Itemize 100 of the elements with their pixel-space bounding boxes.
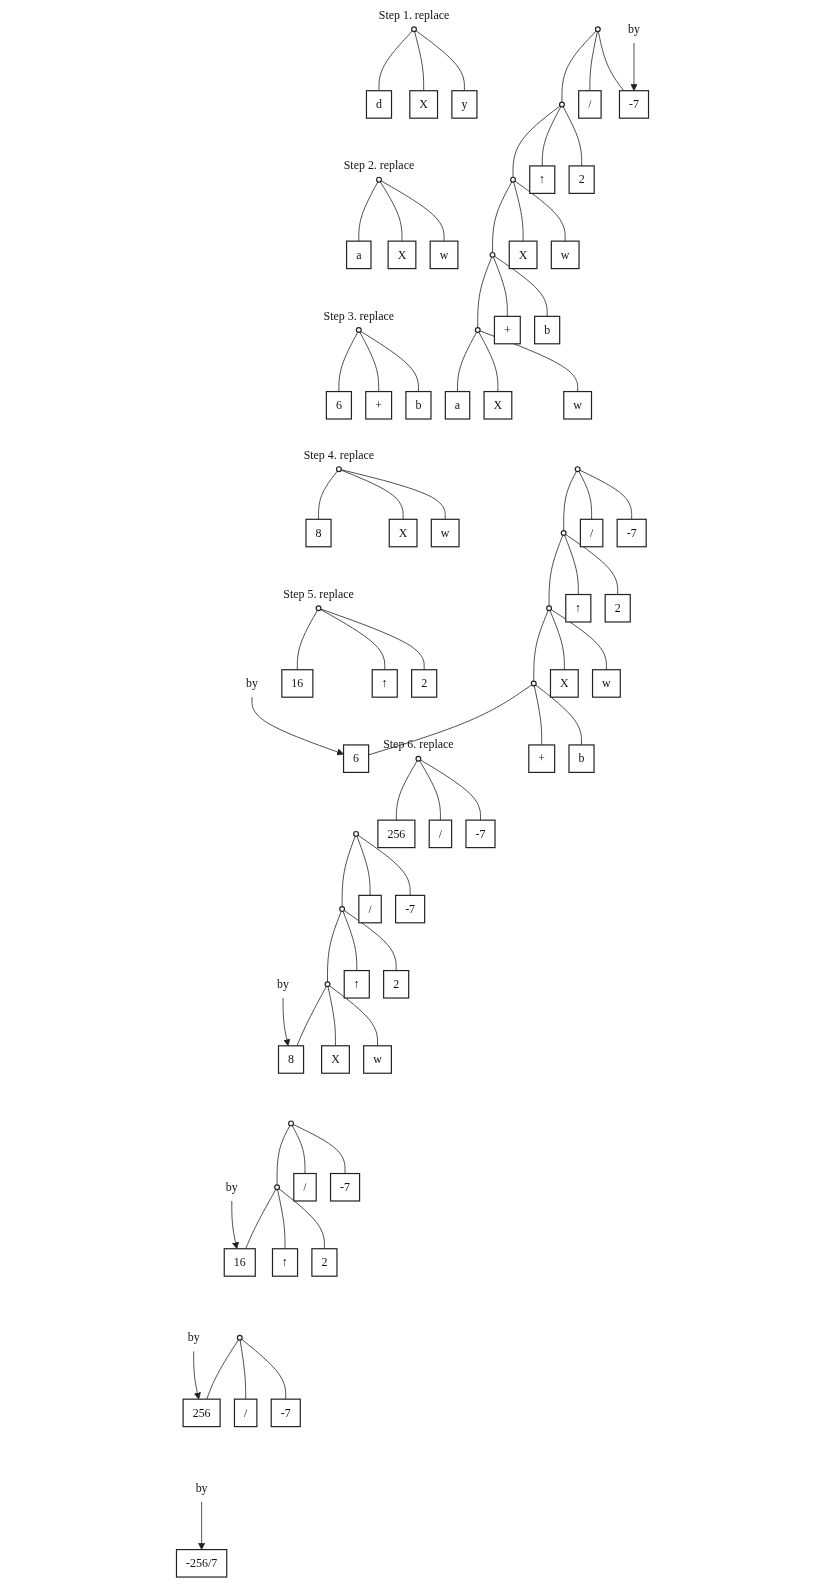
node-box [430, 518, 460, 548]
node-box [223, 1248, 256, 1277]
connector [342, 910, 358, 971]
connector [329, 985, 378, 1047]
node-circle [411, 26, 417, 33]
node-box [444, 390, 471, 420]
node-box [616, 518, 647, 548]
connector [206, 1339, 239, 1400]
node-box [409, 90, 439, 119]
node-text: by [628, 22, 640, 36]
connector [493, 256, 508, 317]
node-box [377, 819, 416, 849]
node-circle [355, 327, 362, 334]
node-circle [274, 1184, 281, 1191]
node-box [428, 819, 453, 849]
connector [296, 609, 318, 671]
connector [513, 181, 524, 242]
node-circle [288, 1120, 294, 1127]
node-box [233, 1398, 258, 1428]
node-box [451, 90, 478, 119]
node-box [371, 669, 398, 698]
node-circle [474, 327, 481, 334]
connector [541, 106, 562, 167]
step-heading: Step 1. replace [378, 7, 450, 22]
connector [477, 256, 493, 329]
node-box [529, 165, 556, 194]
node-box [325, 390, 353, 420]
node-box [395, 894, 426, 924]
node-box [321, 1045, 350, 1074]
step-heading: Step 2. replace [343, 158, 415, 173]
node-box [508, 240, 538, 270]
connector [548, 534, 564, 607]
connector [318, 470, 338, 520]
connector [478, 331, 499, 392]
node-box [568, 744, 595, 773]
connector [415, 30, 465, 92]
node-box [550, 240, 580, 270]
connector [278, 1188, 325, 1250]
node-box [365, 390, 393, 420]
node-circle [335, 466, 342, 473]
node-circle [353, 830, 360, 837]
node-circle [324, 981, 331, 988]
node-box [604, 593, 631, 623]
node-text: by [195, 1481, 208, 1495]
node-box [534, 315, 561, 345]
node-box [568, 165, 595, 194]
node-circle [594, 26, 601, 33]
node-box [358, 894, 382, 924]
connector [380, 180, 445, 242]
connector [533, 685, 543, 746]
node-box [563, 390, 593, 420]
connector [494, 255, 548, 317]
node-box [270, 1398, 301, 1428]
connector [565, 534, 619, 595]
connector [341, 835, 356, 908]
node-circle [236, 1334, 243, 1341]
node-box [293, 1172, 317, 1202]
node-text: by [187, 1331, 200, 1344]
node-circle [376, 176, 382, 183]
connector [296, 986, 327, 1047]
node-box [387, 240, 417, 270]
connector [358, 181, 379, 242]
node-box [175, 1549, 228, 1578]
node-circle [574, 466, 581, 473]
connector [359, 331, 380, 392]
connector [360, 330, 419, 392]
connector [338, 331, 359, 392]
connector [320, 609, 386, 671]
node-box [305, 518, 332, 548]
connector [368, 684, 533, 756]
node-box [383, 969, 410, 999]
node-box [483, 390, 513, 420]
node-box [578, 90, 602, 119]
connector [292, 1124, 346, 1174]
node-box [363, 1045, 392, 1074]
connector [378, 30, 413, 92]
connector [396, 760, 418, 821]
connector [414, 31, 425, 92]
node-box [429, 240, 459, 270]
node-circle [560, 530, 567, 536]
node-box [591, 669, 621, 698]
node-box [346, 240, 372, 270]
node-circle [339, 906, 346, 913]
connector [327, 986, 336, 1047]
node-box [411, 669, 438, 698]
connector [492, 181, 513, 253]
step-heading: Step 3. replace [323, 308, 395, 323]
connector [563, 470, 577, 532]
node-text: by [225, 1180, 238, 1194]
connector [357, 834, 411, 896]
node-circle [489, 251, 496, 258]
connector [512, 105, 561, 178]
node-box [493, 315, 521, 345]
node-box [343, 969, 370, 999]
connector [245, 1188, 277, 1250]
node-box [277, 1045, 305, 1074]
connector [277, 1189, 286, 1250]
connector [320, 608, 425, 671]
node-text: by [246, 676, 258, 690]
connector [535, 684, 582, 746]
